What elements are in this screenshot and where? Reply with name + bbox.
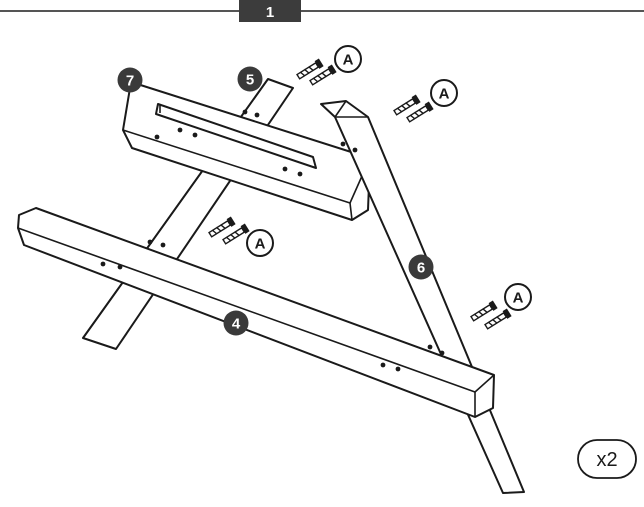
svg-text:6: 6	[417, 260, 425, 277]
svg-text:A: A	[439, 86, 450, 103]
svg-text:A: A	[513, 290, 524, 307]
hardware-callout-a-3: A	[246, 229, 274, 257]
step-header: 1	[0, 0, 644, 22]
screw-pair-top	[296, 58, 337, 86]
step-number: 1	[266, 4, 274, 21]
svg-text:A: A	[343, 52, 354, 69]
screw-pair-right-top	[393, 94, 434, 123]
quantity-label: x2	[596, 449, 617, 471]
part-badge-5: 5	[237, 66, 263, 92]
svg-text:5: 5	[246, 72, 254, 89]
screw-pair-right-bottom	[470, 300, 512, 330]
svg-text:4: 4	[232, 316, 241, 333]
part-badge-4: 4	[223, 310, 249, 336]
part-4-rail	[17, 207, 495, 418]
hardware-callout-a-2: A	[430, 79, 458, 107]
svg-text:A: A	[255, 236, 266, 253]
part-badge-6: 6	[408, 254, 434, 280]
hardware-callout-a-1: A	[334, 45, 362, 73]
quantity-badge: x2	[577, 439, 637, 479]
step-number-box	[239, 0, 301, 22]
hardware-callout-a-4: A	[504, 283, 532, 311]
screw-pair-middle	[208, 216, 250, 245]
svg-text:7: 7	[126, 73, 134, 90]
part-badge-7: 7	[117, 67, 143, 93]
